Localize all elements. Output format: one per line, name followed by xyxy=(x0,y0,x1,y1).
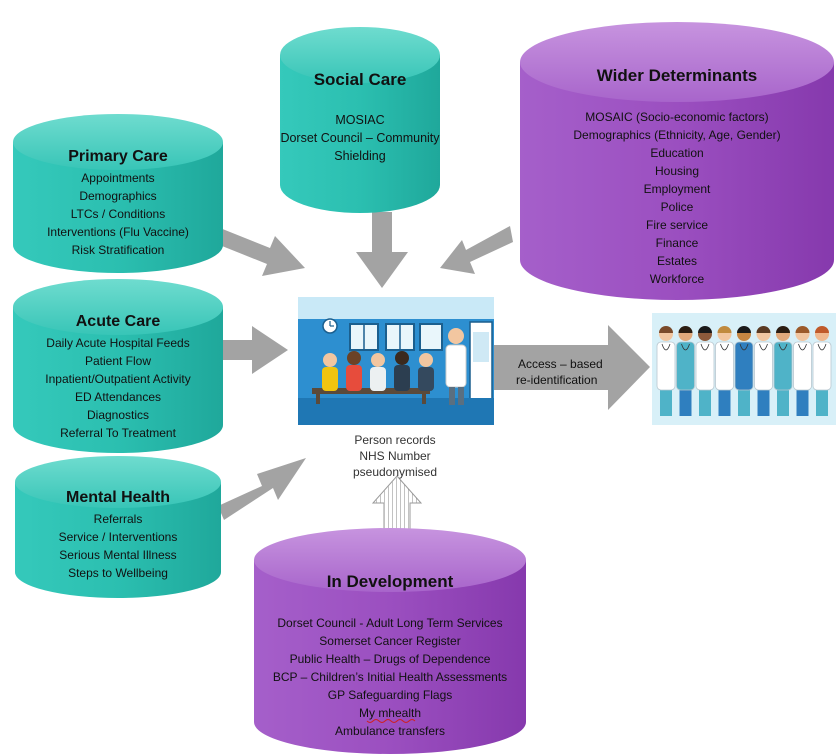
healthcare-staff-illustration xyxy=(652,313,836,425)
staff-figure xyxy=(695,326,715,416)
in-development-item: Ambulance transfers xyxy=(335,724,445,738)
cylinder-in-development: In Development Dorset Council - Adult Lo… xyxy=(254,528,526,754)
acute-care-item: Inpatient/Outpatient Activity xyxy=(45,372,190,386)
in-development-item: BCP – Children’s Initial Health Assessme… xyxy=(273,670,507,684)
arrow-wider-to-center xyxy=(440,226,513,274)
wider-item: Demographics (Ethnicity, Age, Gender) xyxy=(573,128,780,142)
mental-health-item: Referrals xyxy=(94,512,143,526)
primary-care-item: Risk Stratification xyxy=(72,243,165,257)
staff-figure xyxy=(656,326,676,416)
wider-item: Education xyxy=(650,146,703,160)
in-development-title: In Development xyxy=(327,572,454,591)
access-arrow: Access – based re-identification xyxy=(494,325,650,410)
mental-health-item: Steps to Wellbeing xyxy=(68,566,168,580)
mental-health-item: Service / Interventions xyxy=(59,530,178,544)
wider-item: Fire service xyxy=(646,218,708,232)
arrow-mental-to-center xyxy=(218,458,306,520)
social-care-item: Shielding xyxy=(334,149,385,163)
acute-care-item: ED Attendances xyxy=(75,390,161,404)
staff-figure xyxy=(773,326,793,416)
primary-care-item: LTCs / Conditions xyxy=(71,207,165,221)
in-development-item: Public Health – Drugs of Dependence xyxy=(290,652,491,666)
access-arrow-label-line2: re-identification xyxy=(516,373,597,387)
staff-figure xyxy=(676,326,695,416)
wider-item: Estates xyxy=(657,254,697,268)
spellcheck-underline xyxy=(366,719,416,723)
wider-item: Housing xyxy=(655,164,699,178)
staff-figure xyxy=(793,326,812,416)
acute-care-item: Daily Acute Hospital Feeds xyxy=(46,336,189,350)
primary-care-item: Appointments xyxy=(81,171,154,185)
wider-item: Employment xyxy=(644,182,711,196)
cylinder-social-care: Social Care MOSIAC Dorset Council – Comm… xyxy=(280,27,440,213)
arrow-primary-to-center xyxy=(217,228,305,276)
wider-item: MOSAIC (Socio-economic factors) xyxy=(585,110,768,124)
primary-care-item: Interventions (Flu Vaccine) xyxy=(47,225,189,239)
cylinder-wider-determinants: Wider Determinants MOSAIC (Socio-economi… xyxy=(520,22,834,300)
wider-item: Police xyxy=(661,200,694,214)
social-care-item: Dorset Council – Community xyxy=(280,131,440,145)
cylinder-acute-care: Acute Care Daily Acute Hospital Feeds Pa… xyxy=(13,279,223,453)
staff-figure xyxy=(812,326,832,416)
wider-item: Finance xyxy=(656,236,699,250)
cylinder-mental-health: Mental Health Referrals Service / Interv… xyxy=(15,456,221,598)
center-caption-line2: NHS Number xyxy=(359,449,430,463)
social-care-title: Social Care xyxy=(314,70,407,89)
center-caption-line3: pseudonymised xyxy=(353,465,437,479)
cylinder-primary-care: Primary Care Appointments Demographics L… xyxy=(13,114,223,273)
acute-care-item: Referral To Treatment xyxy=(60,426,176,440)
staff-figure xyxy=(715,326,734,416)
center-caption-line1: Person records xyxy=(354,433,435,447)
acute-care-item: Diagnostics xyxy=(87,408,149,422)
access-arrow-label-line1: Access – based xyxy=(518,357,603,371)
wider-item: Workforce xyxy=(650,272,705,286)
staff-figure xyxy=(734,326,754,416)
acute-care-item: Patient Flow xyxy=(85,354,151,368)
mental-health-title: Mental Health xyxy=(66,489,170,506)
mental-health-item: Serious Mental Illness xyxy=(59,548,176,562)
primary-care-title: Primary Care xyxy=(68,148,168,165)
social-care-item: MOSIAC xyxy=(335,113,384,127)
primary-care-item: Demographics xyxy=(79,189,156,203)
in-development-item: Somerset Cancer Register xyxy=(319,634,460,648)
arrow-social-to-center xyxy=(356,212,408,288)
arrow-acute-to-center xyxy=(214,326,288,374)
waiting-room-illustration xyxy=(298,297,494,425)
staff-figure xyxy=(754,326,773,416)
in-development-item: My mhealth xyxy=(359,706,421,720)
in-development-item: Dorset Council - Adult Long Term Service… xyxy=(277,616,502,630)
in-development-item: GP Safeguarding Flags xyxy=(328,688,453,702)
acute-care-title: Acute Care xyxy=(76,313,161,330)
wider-determinants-title: Wider Determinants xyxy=(597,66,757,85)
